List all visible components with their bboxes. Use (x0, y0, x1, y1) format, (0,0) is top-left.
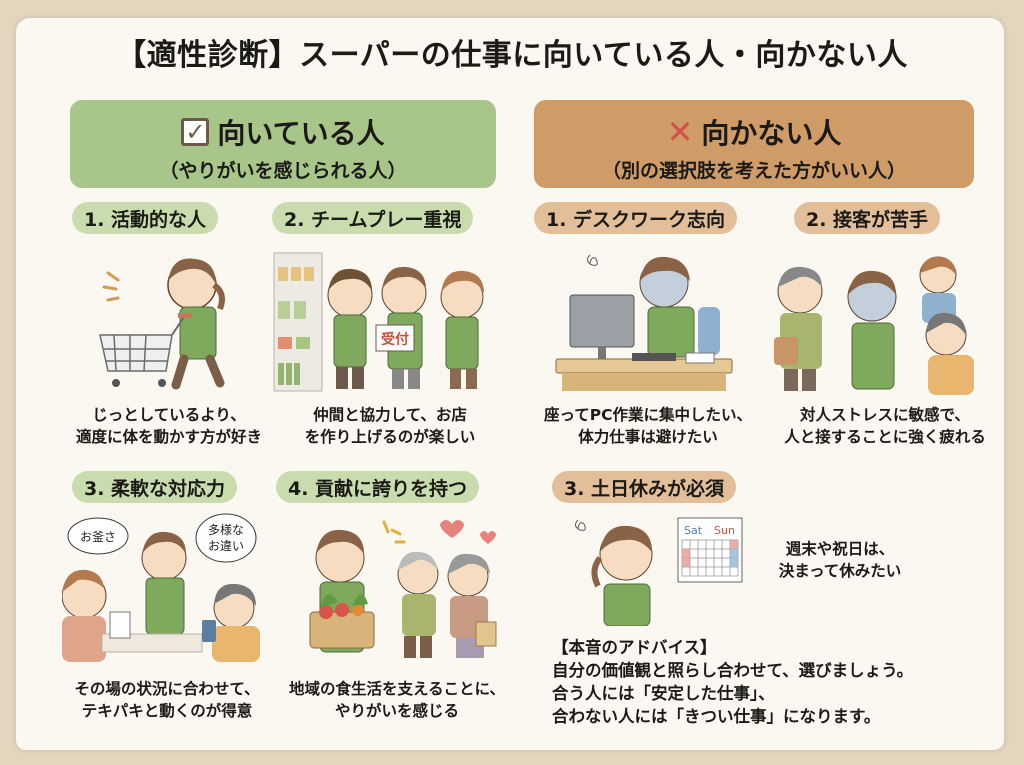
suited-item-4-label: 4. 貢献に誇りを持つ (276, 471, 480, 503)
suited-item-1-desc: じっとしているより、 適度に体を動かす方が好き (64, 404, 274, 448)
desc-line: 適度に体を動かす方が好き (75, 428, 262, 446)
unsuited-subheading: （別の選択肢を考えた方がいい人） (601, 160, 906, 182)
desc-line: テキパキと動くのが得意 (81, 702, 253, 720)
bubble-2-line2: お違い (208, 539, 244, 553)
unsuited-item-3-desc: 週末や祝日は、 決まって休みたい (760, 538, 920, 582)
page-title: 【適性診断】スーパーの仕事に向いている人・向かない人 (116, 38, 908, 73)
calendar-sun-label: Sun (714, 524, 735, 537)
advice-line-3: 合わない人には「きつい仕事」になります。 (552, 707, 881, 726)
suited-item-2-label: 2. チームプレー重視 (272, 202, 474, 234)
unsuited-item-2-desc: 対人ストレスに敏感で、 人と接することに強く疲れる (770, 404, 1000, 448)
desc-line: 決まって休みたい (778, 562, 902, 580)
bubble-1-text: お釜さ (80, 529, 116, 544)
suited-item-1-label: 1. 活動的な人 (72, 202, 219, 234)
unsuited-item-1-desc: 座ってPC作業に集中したい、 体力仕事は避けたい (528, 404, 768, 448)
desc-line: 対人ストレスに敏感で、 (800, 406, 970, 424)
advice-line-1: 自分の価値観と照らし合わせて、選びましょう。 (552, 661, 914, 680)
teamwork-illustration: 受付 (272, 245, 504, 395)
desc-line: 仲間と協力して、お店 (313, 406, 467, 424)
desc-line: 週末や祝日は、 (785, 540, 895, 558)
unsuited-item-2-label: 2. 接客が苦手 (794, 202, 941, 234)
desc-line: を作り上げるのが楽しい (304, 428, 476, 446)
advice-heading: 【本音のアドバイス】 (552, 638, 717, 657)
desc-line: 体力仕事は避けたい (578, 428, 718, 446)
suited-item-3-label: 3. 柔軟な対応力 (72, 471, 238, 503)
desc-line: じっとしているより、 (92, 406, 246, 424)
suited-item-2-desc: 仲間と協力して、お店 を作り上げるのが楽しい (280, 404, 500, 448)
weekend-off-illustration: Sat Sun (570, 508, 750, 626)
bubble-2-line1: 多様な (208, 523, 244, 537)
active-worker-illustration (80, 245, 270, 395)
suited-heading: 向いている人 (217, 117, 385, 150)
suited-subheading: （やりがいを感じられる人） (159, 160, 407, 182)
checkbox-icon: ✓ (181, 118, 210, 146)
desc-line: 座ってPC作業に集中したい、 (544, 406, 752, 424)
desc-line: 人と接することに強く疲れる (784, 428, 986, 446)
cross-icon: ✕ (666, 113, 694, 151)
desc-line: その場の状況に合わせて、 (74, 680, 260, 698)
suited-item-4-desc: 地域の食生活を支えることに、 やりがいを感じる (282, 678, 512, 722)
suited-banner: ✓ 向いている人 （やりがいを感じられる人） (70, 100, 496, 188)
desk-work-illustration (548, 245, 738, 395)
reception-sign-text: 受付 (381, 331, 409, 348)
flexible-response-illustration: お釜さ 多様な お違い (62, 512, 272, 662)
unsuited-heading: 向かない人 (701, 117, 842, 150)
unsuited-banner: ✕ 向かない人 （別の選択肢を考えた方がいい人） (534, 100, 974, 188)
unsuited-item-3-label: 3. 土日休みが必須 (552, 471, 737, 503)
advice-line-2: 合う人には「安定した仕事」、 (552, 684, 775, 703)
suited-item-3-desc: その場の状況に合わせて、 テキパキと動くのが得意 (52, 678, 282, 722)
customer-service-stress-illustration (768, 245, 978, 395)
desc-line: やりがいを感じる (334, 702, 459, 720)
advice-section: 【本音のアドバイス】 自分の価値観と照らし合わせて、選びましょう。 合う人には「… (552, 636, 913, 728)
desc-line: 地域の食生活を支えることに、 (288, 680, 506, 698)
calendar-sat-label: Sat (684, 524, 703, 537)
unsuited-item-1-label: 1. デスクワーク志向 (534, 202, 738, 234)
community-contribution-illustration (292, 512, 502, 662)
